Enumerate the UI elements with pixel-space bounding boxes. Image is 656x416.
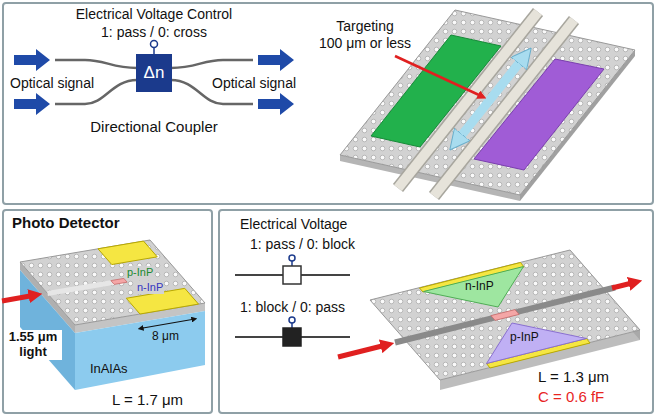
part-name: n-InP: [465, 280, 494, 294]
capacitance-label: C = 0.6 fF: [538, 388, 604, 405]
pass-switch-symbol: [283, 266, 301, 284]
part-name: p-InP: [126, 266, 154, 279]
part-name: n-InP: [136, 281, 164, 294]
signal-arrow: [14, 93, 50, 115]
photonic-crystal-slab: [20, 240, 205, 325]
signal-label: Optical signal: [10, 75, 94, 91]
target-note: Targeting: [336, 18, 394, 34]
waveguide: [48, 283, 113, 294]
photonic-crystal-slab: [370, 250, 640, 380]
block-switch-symbol: [283, 328, 301, 346]
absorber: [111, 278, 127, 284]
leader-arrow: [395, 56, 479, 95]
light-arrow: [2, 296, 30, 301]
input-light-label: 1.55 μm light: [4, 330, 62, 360]
inalas-substrate: [75, 311, 205, 390]
control-state-label: 1: pass / 0: cross: [101, 24, 207, 40]
part-name: InAlAs: [90, 362, 128, 377]
target-note: 100 μm or less: [319, 35, 411, 51]
component-caption: Directional Coupler: [90, 118, 218, 135]
panel-heading: Photo Detector: [12, 214, 120, 231]
control-label: Electrical Voltage: [240, 216, 347, 232]
waveguide: [434, 20, 574, 196]
active-region: [491, 310, 519, 321]
dimension-arrow: [143, 320, 192, 329]
part-name: p-InP: [510, 331, 539, 345]
coupling-length-arrow: [461, 62, 520, 136]
light-arrow: [612, 284, 630, 289]
waveguide: [171, 60, 253, 68]
panel-frame: [3, 210, 212, 413]
control-terminal: [151, 41, 158, 48]
waveguide-edge: [434, 20, 574, 196]
waveguide: [55, 60, 137, 68]
control-terminal: [289, 317, 295, 323]
panel-frame: [219, 210, 653, 413]
length-label: L = 1.3 μm: [538, 368, 609, 385]
control-terminal: [289, 255, 295, 261]
signal-arrow: [258, 49, 294, 71]
box-label: Δn: [144, 63, 165, 83]
signal-label: Optical signal: [212, 75, 296, 91]
panel-frame: [3, 3, 653, 204]
light-arrow: [338, 346, 382, 357]
n-inp-region: [424, 267, 524, 308]
control-label: Electrical Voltage Control: [76, 6, 232, 22]
p-contact-pad: [98, 241, 157, 264]
switch-state-label: 1: pass / 0: block: [250, 236, 355, 252]
signal-arrow: [14, 49, 50, 71]
p-inp-region: [487, 323, 587, 364]
signal-arrow: [258, 93, 294, 115]
dimension-label: 8 μm: [152, 330, 179, 344]
modulator-box: Δn: [136, 54, 172, 92]
switch-state-label: 1: block / 0: pass: [240, 299, 345, 315]
length-label: L = 1.7 μm: [112, 391, 183, 408]
